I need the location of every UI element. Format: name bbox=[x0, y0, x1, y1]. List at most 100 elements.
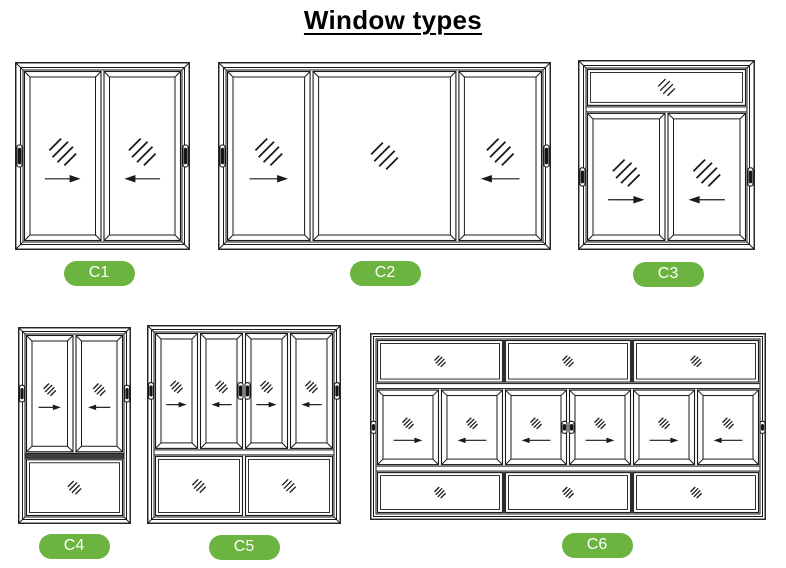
type-badge-c3[interactable]: C3 bbox=[632, 261, 704, 287]
fixed-panel bbox=[25, 459, 124, 517]
glass-hatch-icon bbox=[191, 478, 207, 494]
handle-icon bbox=[219, 144, 226, 168]
sliding-sash bbox=[376, 389, 440, 466]
section-divider bbox=[585, 106, 748, 113]
glass-hatch-icon bbox=[689, 486, 703, 499]
type-badge-c6[interactable]: C6 bbox=[561, 532, 633, 558]
sliding-sash bbox=[696, 389, 760, 466]
slide-arrow-left-icon bbox=[688, 196, 725, 204]
slide-arrow-right-icon bbox=[393, 437, 423, 444]
glass-hatch-icon bbox=[259, 380, 274, 394]
sliding-sash bbox=[568, 389, 632, 466]
glass-hatch-icon bbox=[304, 380, 319, 394]
slide-arrow-right-icon bbox=[608, 196, 645, 204]
sliding-sash bbox=[667, 112, 747, 242]
window-diagram-c6 bbox=[370, 333, 766, 520]
fixed-panel bbox=[504, 339, 632, 383]
slide-arrow-right-icon bbox=[249, 175, 289, 183]
slide-arrow-right-icon bbox=[649, 437, 679, 444]
glass-hatch-icon bbox=[612, 158, 641, 187]
slide-arrow-right-icon bbox=[585, 437, 615, 444]
glass-hatch-icon bbox=[92, 383, 106, 397]
mullion bbox=[630, 472, 634, 513]
mullion bbox=[502, 472, 506, 513]
glass-hatch-icon bbox=[43, 383, 57, 397]
fixed-panel bbox=[504, 472, 632, 514]
slide-arrow-left-icon bbox=[480, 175, 520, 183]
glass-hatch-icon bbox=[433, 486, 447, 499]
type-badge-c4[interactable]: C4 bbox=[38, 533, 110, 559]
slide-arrow-right-icon bbox=[44, 175, 81, 183]
type-badge-c2[interactable]: C2 bbox=[349, 260, 421, 286]
glass-hatch-icon bbox=[254, 138, 283, 166]
sliding-sash bbox=[504, 389, 568, 466]
window-frame bbox=[578, 60, 755, 250]
window-frame bbox=[370, 333, 766, 520]
glass-hatch-icon bbox=[465, 417, 478, 430]
sliding-sash bbox=[586, 112, 666, 242]
fixed-panel bbox=[632, 339, 760, 383]
glass-hatch-icon bbox=[128, 138, 157, 166]
handle-icon bbox=[543, 144, 550, 168]
window-diagram-c2 bbox=[218, 62, 551, 250]
glass-hatch-icon bbox=[214, 380, 229, 394]
handle-icon bbox=[182, 144, 189, 168]
fixed-panel bbox=[586, 68, 747, 106]
slide-arrow-left-icon bbox=[301, 401, 322, 408]
sliding-sash bbox=[226, 70, 311, 242]
handle-icon bbox=[747, 167, 754, 187]
mullion bbox=[502, 340, 506, 383]
glass-hatch-icon bbox=[486, 138, 515, 166]
sliding-sash bbox=[103, 70, 182, 242]
handle-icon bbox=[579, 167, 586, 187]
type-badge-c5[interactable]: C5 bbox=[208, 534, 280, 560]
sliding-sash bbox=[154, 332, 199, 449]
sliding-sash bbox=[244, 332, 289, 449]
glass-hatch-icon bbox=[281, 478, 297, 494]
sliding-sash bbox=[440, 389, 504, 466]
section-divider bbox=[153, 449, 335, 456]
window-frame bbox=[18, 327, 131, 524]
sliding-sash bbox=[632, 389, 696, 466]
fixed-panel bbox=[244, 455, 334, 517]
glass-hatch-icon bbox=[658, 417, 671, 430]
handle-icon bbox=[370, 420, 377, 434]
handle-icon bbox=[147, 382, 155, 400]
handle-icon bbox=[16, 144, 23, 168]
slide-arrow-left-icon bbox=[713, 437, 743, 444]
handle-icon bbox=[561, 420, 568, 434]
glass-hatch-icon bbox=[401, 417, 415, 430]
fixed-panel bbox=[376, 339, 504, 383]
section-divider bbox=[24, 452, 125, 459]
glass-hatch-icon bbox=[657, 78, 676, 97]
handle-icon bbox=[333, 382, 341, 400]
glass-hatch-icon bbox=[433, 355, 447, 368]
type-badge-c1[interactable]: C1 bbox=[63, 260, 135, 286]
glass-hatch-icon bbox=[561, 486, 575, 499]
slide-arrow-left-icon bbox=[521, 437, 551, 444]
fixed-panel bbox=[376, 472, 504, 514]
glass-hatch-icon bbox=[593, 417, 607, 430]
window-diagram-c5 bbox=[147, 325, 341, 524]
handle-icon bbox=[237, 382, 244, 400]
sliding-sash bbox=[458, 70, 543, 242]
slide-arrow-left-icon bbox=[124, 175, 161, 183]
window-frame bbox=[15, 62, 190, 250]
slide-arrow-right-icon bbox=[256, 401, 277, 408]
mullion bbox=[630, 340, 634, 383]
fixed-panel bbox=[312, 70, 457, 242]
sliding-sash bbox=[75, 334, 124, 453]
fixed-panel bbox=[632, 472, 760, 514]
glass-hatch-icon bbox=[529, 417, 543, 430]
slide-arrow-right-icon bbox=[166, 401, 187, 408]
handle-icon bbox=[568, 420, 575, 434]
glass-hatch-icon bbox=[561, 355, 575, 368]
section-divider bbox=[375, 383, 761, 390]
sliding-sash bbox=[289, 332, 334, 449]
glass-hatch-icon bbox=[692, 158, 721, 187]
handle-icon bbox=[244, 382, 251, 400]
page-title: Window types bbox=[303, 5, 483, 35]
sliding-sash bbox=[25, 334, 74, 453]
handle-icon bbox=[759, 420, 766, 434]
